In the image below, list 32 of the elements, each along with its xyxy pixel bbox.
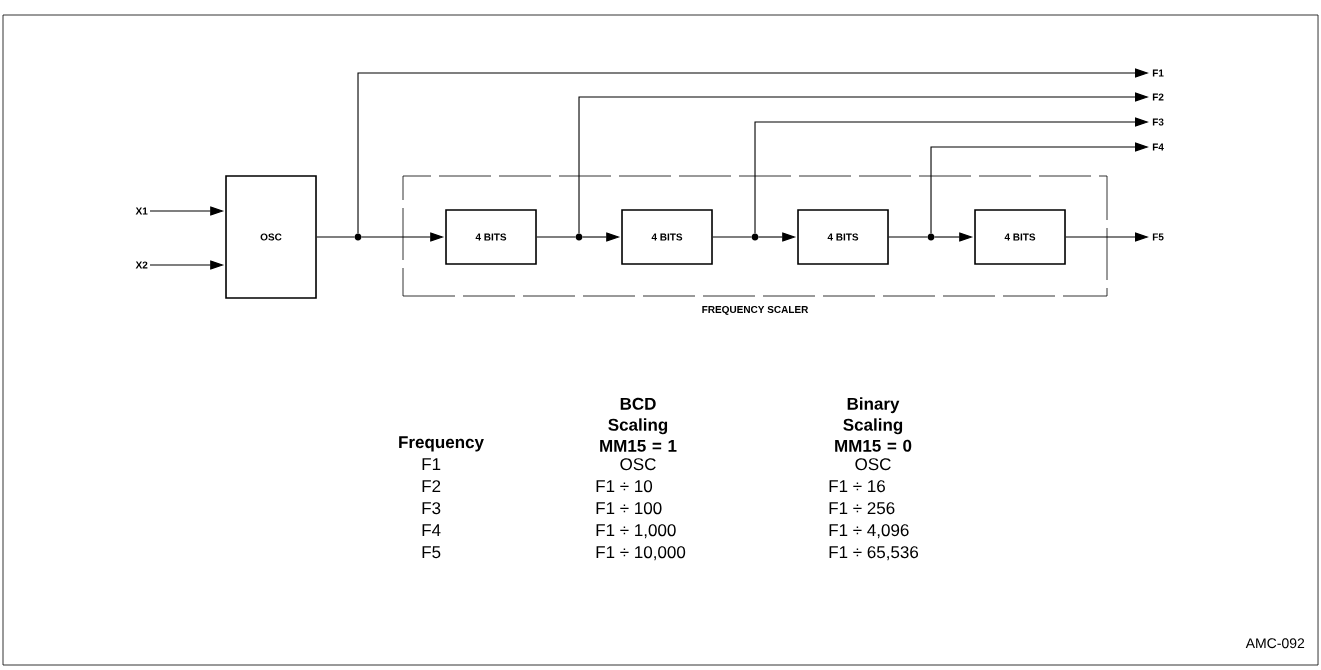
counter-box: 4 BITS [974, 209, 1066, 265]
input-label: X2 [135, 261, 148, 269]
output-label: F5 [1152, 233, 1164, 241]
column-header: Frequency [399, 436, 484, 452]
figure-number: AMC-092 [1245, 638, 1305, 649]
table-cell: F3 [422, 502, 441, 515]
table-cell: F1 ÷ 65,536 [829, 546, 919, 561]
table-cell: F1 ÷ 10,000 [596, 546, 686, 561]
output-label: F2 [1152, 93, 1164, 101]
node-label: FREQUENCY SCALER [702, 305, 809, 315]
oscillator-box: OSC [225, 175, 317, 299]
table-cell: F5 [422, 546, 441, 559]
table-cell: F4 [422, 524, 441, 536]
column-header: Binary Scaling MM15 = 0 [835, 397, 912, 452]
counter-box: 4 BITS [621, 209, 713, 265]
table-cell: F1 [422, 458, 441, 470]
counter-box: 4 BITS [445, 209, 537, 265]
output-label: F1 [1152, 69, 1164, 77]
input-label: X1 [135, 207, 148, 215]
table-cell: F1 ÷ 1,000 [596, 524, 676, 539]
table-cell: OSC [620, 458, 656, 471]
table-cell: F1 ÷ 256 [829, 502, 895, 515]
table-cell: F1 ÷ 10 [596, 480, 653, 493]
column-header: BCD Scaling MM15 = 1 [600, 397, 677, 452]
counter-box: 4 BITS [797, 209, 889, 265]
output-label: F3 [1152, 118, 1164, 126]
output-label: F4 [1152, 143, 1164, 151]
table-cell: F1 ÷ 16 [829, 480, 885, 493]
table-cell: F1 ÷ 4,096 [829, 524, 909, 539]
table-cell: OSC [855, 458, 891, 471]
table-cell: F2 [422, 480, 441, 492]
table-cell: F1 ÷ 100 [596, 502, 662, 515]
